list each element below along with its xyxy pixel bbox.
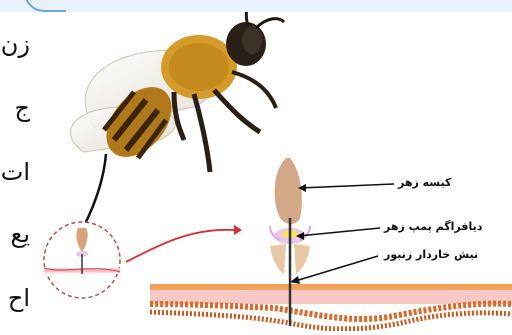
honeybee-icon	[71, 12, 285, 226]
side-text-4: يع	[11, 220, 30, 248]
stinger-illustration: كيسه زهر ديافراگم پمپ زهر نيش خاردار زنب…	[34, 12, 512, 331]
label-barbed-stinger: نيش خاردار زنبور	[384, 248, 478, 261]
side-text-5: اح	[8, 284, 30, 312]
banner-curve	[24, 0, 66, 12]
side-text-2: ج	[15, 94, 31, 122]
label-pump-diaphragm: ديافراگم پمپ زهر	[384, 220, 482, 233]
cropped-text-column: زن ج ات يع اح	[0, 12, 34, 331]
skin-layers	[150, 284, 512, 331]
illustration-svg	[34, 12, 512, 331]
side-text-1: زن	[1, 30, 30, 58]
arrow-icon	[126, 230, 234, 262]
arrow-head-icon	[234, 225, 242, 235]
magnify-circle-icon	[44, 222, 120, 298]
side-text-3: ات	[1, 158, 30, 186]
label-venom-sac: كيسه زهر	[398, 176, 451, 189]
